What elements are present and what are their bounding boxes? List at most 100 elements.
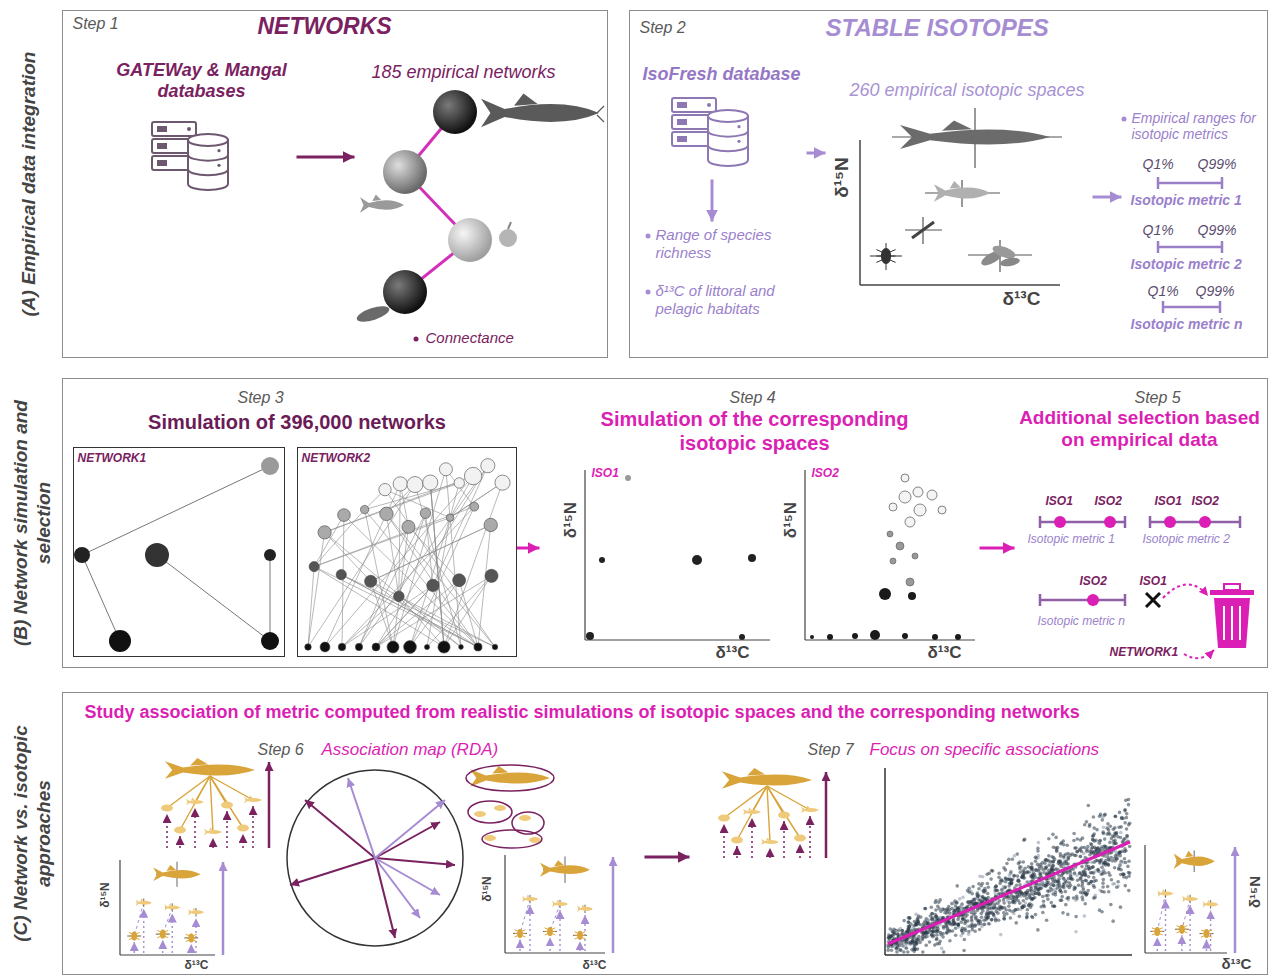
art-path [167,865,177,871]
art-ellipse [794,835,806,842]
art-circle [1107,828,1111,832]
art-circle [941,932,945,936]
art-circle [1047,854,1051,858]
art-circle [1087,875,1091,879]
art-circle [338,509,351,522]
flow-arrow [517,547,540,550]
art-circle [1061,911,1065,915]
art-circle [1051,904,1055,908]
art-circle [1125,835,1129,839]
art-line [1201,930,1204,931]
art-circle [1087,867,1091,871]
art-line [157,555,270,641]
art-circle [901,474,909,482]
art-line [157,936,160,937]
text-q: Q99% [1196,283,1235,300]
art-circle [987,922,991,926]
art-circle [905,947,909,951]
art-circle [976,894,980,898]
art-circle [1114,854,1118,858]
art-line [1239,516,1242,528]
art-circle [646,290,651,295]
art-circle [955,634,961,640]
art-circle [1124,861,1128,865]
art-circle [1119,825,1123,829]
art-circle [1026,908,1030,912]
art-circle [1088,824,1092,828]
art-path [140,898,143,901]
art-circle [109,630,131,652]
art-circle [407,477,423,493]
art-circle [1079,855,1083,859]
art-circle [1114,815,1118,819]
art-line [163,908,173,935]
art-circle [927,490,937,500]
art-circle [974,902,978,906]
art-circle [940,947,944,951]
art-circle [1000,888,1004,892]
art-path [186,799,204,806]
art-line [1146,593,1160,607]
art-line [508,222,511,229]
art-circle [1114,832,1118,836]
art-line [520,899,530,933]
art-path [1158,890,1174,897]
text-rng-note: Empirical ranges for isotopic metrics [1132,110,1262,144]
art-circle [1000,888,1004,892]
art-circle [932,634,938,640]
art-circle [1038,883,1042,887]
art-circle [976,909,980,913]
art-circle [1012,874,1016,878]
art-ellipse [131,932,137,941]
art-circle [974,917,978,921]
art-circle [1037,865,1041,869]
art-line [1160,934,1163,935]
text-net-lab: NETWORK1 [78,451,147,465]
art-circle [1108,841,1112,845]
art-circle [1103,871,1107,875]
art-circle [913,487,923,497]
art-circle [990,918,994,922]
art-circle [810,635,814,639]
art-circle [992,912,996,916]
art-ellipse [577,931,583,940]
art-circle [966,900,970,904]
art-circle [1075,850,1079,854]
art-circle [934,901,938,905]
art-line [478,525,491,647]
art-line [1146,593,1160,607]
art-circle [1017,879,1021,883]
art-circle [941,935,945,939]
art-circle [1083,823,1087,827]
art-circle [1112,828,1116,832]
art-circle [907,928,911,932]
art-circle [973,897,977,901]
art-line [504,855,505,953]
art-circle [1094,879,1098,883]
art-line [1158,246,1222,249]
art-line [1040,599,1125,602]
art-circle [964,915,968,919]
flow-arrow [711,180,714,222]
art-circle [896,542,904,550]
text-title-plum: NETWORKS [258,13,392,41]
art-circle [1074,854,1078,858]
art-circle [309,562,319,572]
art-circle [438,641,450,653]
art-circle [1128,845,1132,849]
art-line [314,507,474,567]
art-line [314,567,444,647]
art-circle [453,574,466,587]
text-axis-s: δ¹³C [716,643,750,663]
art-line [341,575,478,647]
art-circle [981,882,985,886]
art-circle [484,518,497,531]
art-circle [896,946,900,950]
art-line [385,490,495,647]
art-circle [1075,850,1079,854]
metric-ranges: Empirical ranges for isotopic metricsQ1%… [1122,106,1264,342]
art-circle [414,337,419,342]
text-iso-dark: ISO1 [1140,574,1167,588]
art-circle [1103,844,1107,848]
